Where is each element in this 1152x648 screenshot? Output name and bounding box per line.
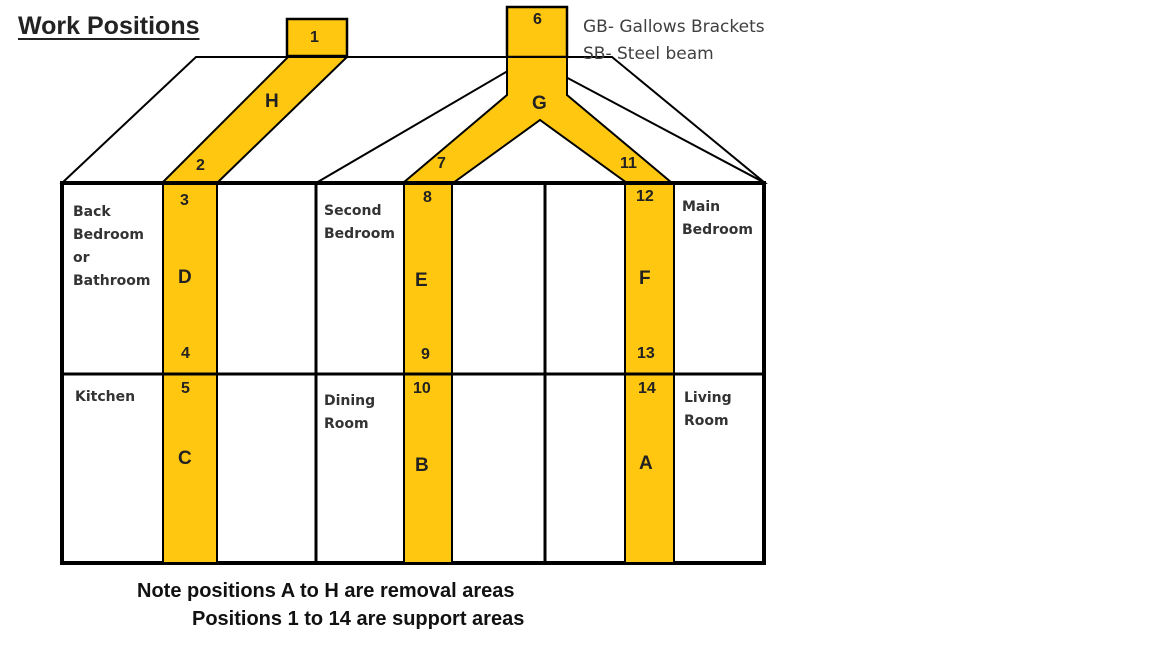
support-position-7: 7 [437,155,446,172]
support-position-14: 14 [638,380,656,397]
note-removal-areas: Note positions A to H are removal areas [137,580,515,602]
support-position-6: 6 [533,11,542,28]
support-position-10: 10 [413,380,431,397]
room-dining-room: Dining Room [324,393,376,432]
support-position-3: 3 [180,192,189,209]
page-title: Work Positions [18,12,200,40]
support-position-5: 5 [181,380,190,397]
support-position-8: 8 [423,189,432,206]
removal-area-g: G [532,93,547,114]
removal-area-b: B [415,455,429,476]
chimney-6 [505,5,569,59]
support-position-11: 11 [620,155,637,172]
removal-area-e: E [415,270,428,291]
legend-gallows-brackets: GB- Gallows Brackets [583,17,765,37]
room-main-bedroom: Main Bedroom [682,199,753,238]
removal-area-f: F [639,268,651,289]
note-support-areas: Positions 1 to 14 are support areas [192,608,525,630]
removal-area-c: C [178,448,192,469]
room-second-bedroom: Second Bedroom [324,203,395,242]
removal-area-d: D [178,267,192,288]
removal-area-a: A [639,453,653,474]
support-position-4: 4 [181,345,190,362]
beam-g [400,56,675,184]
support-position-13: 13 [637,345,655,362]
support-position-12: 12 [636,188,654,205]
support-position-1: 1 [310,29,319,46]
legend-steel-beam: SB- Steel beam [583,44,714,64]
room-living-room: Living Room [684,390,732,429]
support-position-2: 2 [196,157,205,174]
removal-area-h: H [265,91,279,112]
room-back-bedroom: Back Bedroom or Bathroom [73,204,151,289]
support-position-9: 9 [421,346,430,363]
room-kitchen: Kitchen [75,389,136,405]
roof-outline [59,56,768,184]
